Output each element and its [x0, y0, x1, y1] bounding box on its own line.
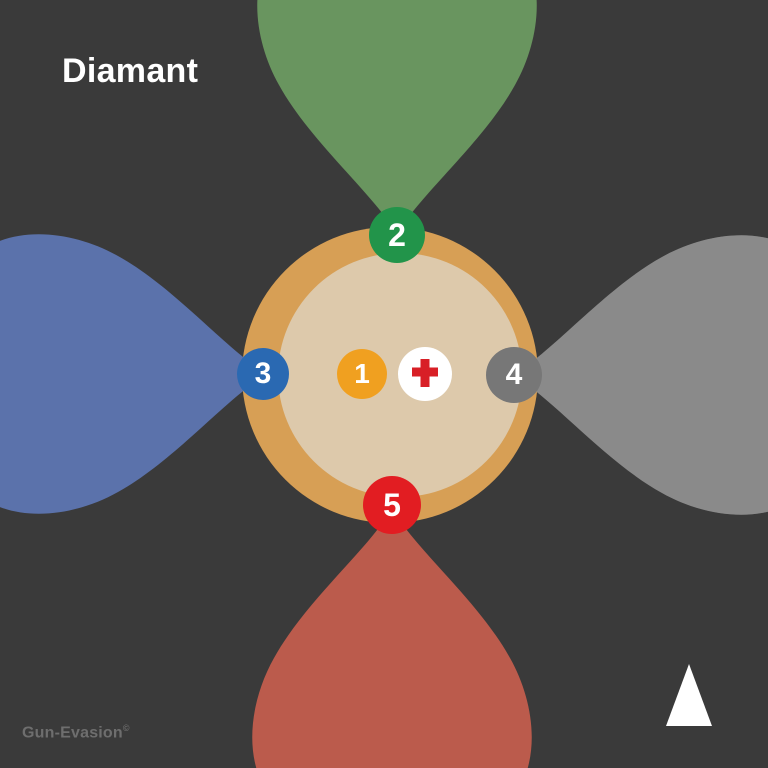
marker-1[interactable]: 1 — [337, 349, 387, 399]
marker-4[interactable]: 4 — [486, 347, 542, 403]
page-title: Diamant — [62, 52, 199, 90]
petal-bottom — [252, 508, 532, 768]
marker-5-label: 5 — [383, 487, 401, 523]
cross-glyph — [412, 359, 438, 387]
watermark-copyright: © — [122, 722, 130, 733]
marker-4-label: 4 — [505, 358, 523, 391]
marker-5[interactable]: 5 — [363, 476, 421, 534]
watermark-text: Gun-Evasion — [22, 724, 123, 741]
north-triangle-marker — [666, 664, 712, 726]
petal-top — [257, 0, 537, 235]
watermark: Gun-Evasion© — [22, 723, 130, 742]
marker-2[interactable]: 2 — [369, 207, 425, 263]
marker-1-label: 1 — [354, 358, 370, 389]
marker-2-label: 2 — [388, 217, 406, 253]
petal-right — [512, 235, 768, 515]
marker-3[interactable]: 3 — [237, 348, 289, 400]
red-cross-icon[interactable] — [398, 347, 452, 401]
marker-3-label: 3 — [254, 357, 272, 390]
petal-left — [0, 234, 268, 514]
